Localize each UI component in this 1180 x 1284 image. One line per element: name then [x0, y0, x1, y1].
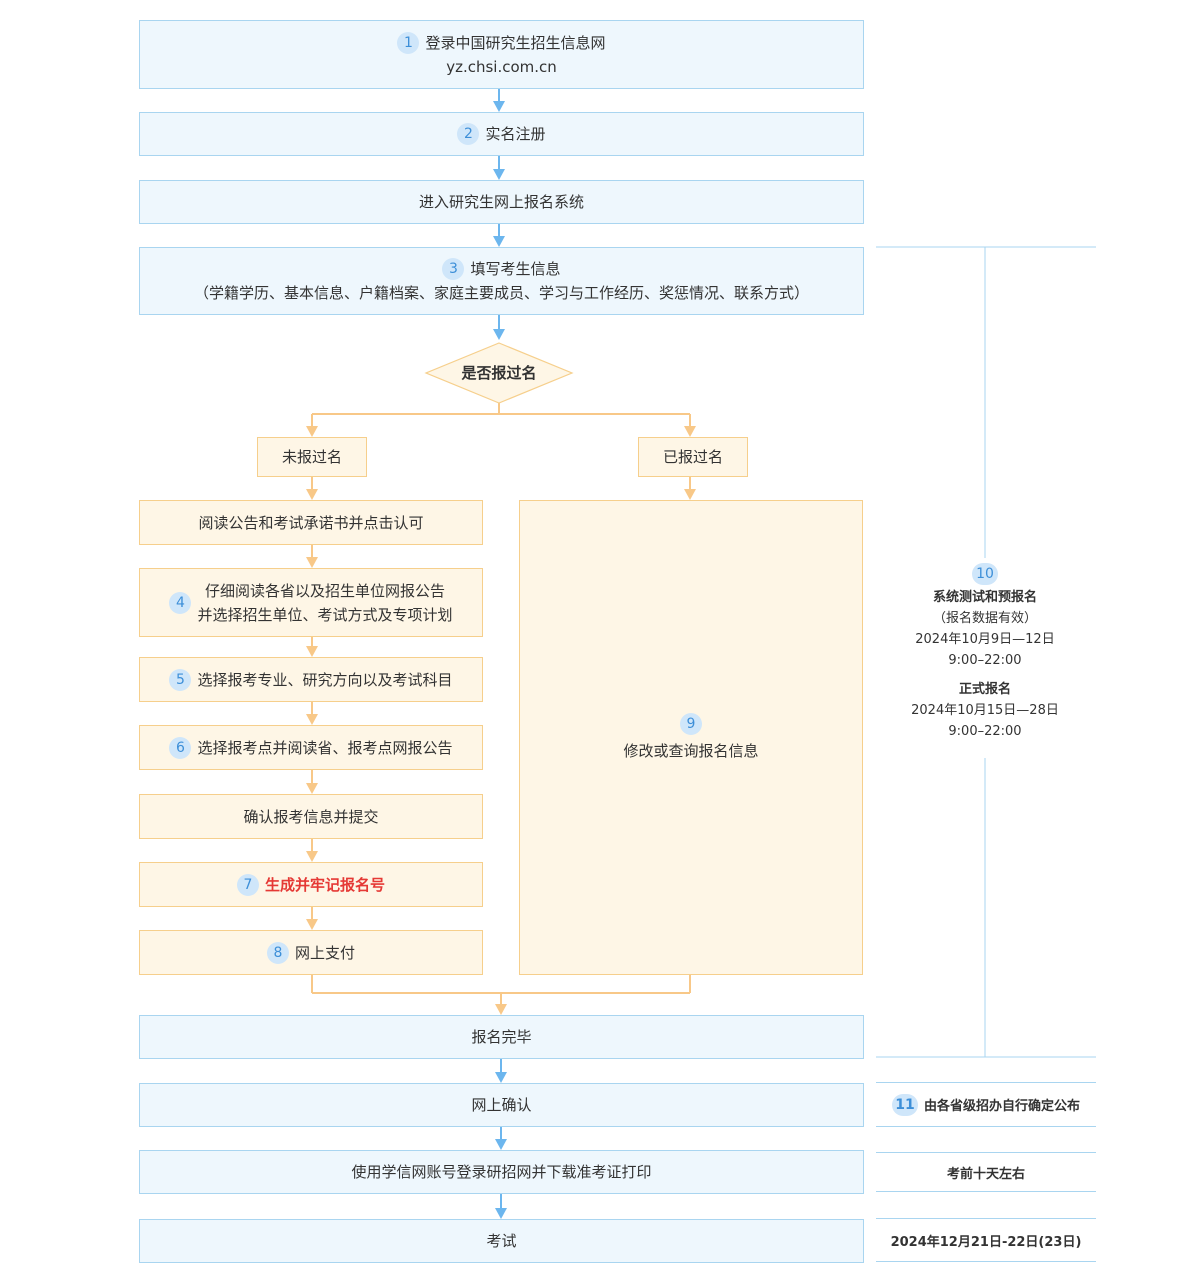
formal-registration-dates: 2024年10月15日—28日 — [911, 703, 1059, 718]
ticket-period-cell: 考前十天左右 — [876, 1152, 1096, 1192]
step-number-badge: 10 — [972, 563, 998, 585]
step-number-badge: 4 — [169, 591, 192, 614]
registration-period-info: 10 系统测试和预报名 （报名数据有效） 2024年10月9日—12日 9:00… — [895, 563, 1075, 742]
arrow-head — [306, 426, 318, 437]
step-register-label: 实名注册 — [485, 125, 546, 143]
arrow-head — [306, 557, 318, 568]
step-enter-system-label: 进入研究生网上报名系统 — [418, 193, 584, 211]
step-download-ticket-label: 使用学信网账号登录研招网并下载准考证打印 — [351, 1163, 652, 1181]
step-select-major-label: 选择报考专业、研究方向以及考试科目 — [197, 670, 453, 689]
step-modify-query-label: 修改或查询报名信息 — [623, 741, 759, 760]
branch-not-registered-label: 未报过名 — [281, 448, 342, 466]
step-confirm-submit-box: 确认报考信息并提交 — [139, 794, 483, 839]
step-select-unit-line2: 并选择招生单位、考试方式及专项计划 — [197, 605, 453, 624]
arrow-head — [493, 169, 505, 180]
arrow-head — [306, 783, 318, 794]
arrow-head — [306, 714, 318, 725]
step-login-title: 登录中国研究生招生信息网 — [425, 33, 606, 52]
confirm-period-cell: 11 由各省级招办自行确定公布 — [876, 1082, 1096, 1127]
step-select-major-box: 5 选择报考专业、研究方向以及考试科目 — [139, 657, 483, 702]
pre-registration-dates: 2024年10月9日—12日 — [915, 632, 1055, 647]
step-select-site-label: 选择报考点并阅读省、报考点网报公告 — [197, 738, 453, 757]
step-number-badge: 5 — [169, 668, 192, 691]
arrow-head — [306, 919, 318, 930]
step-read-notice-label: 阅读公告和考试承诺书并点击认可 — [198, 513, 424, 532]
arrow-head — [495, 1208, 507, 1219]
step-generate-number-label: 生成并牢记报名号 — [264, 875, 385, 894]
blue-connector-group — [493, 89, 507, 1219]
branch-registered-box: 已报过名 — [638, 437, 748, 477]
step-select-site-box: 6 选择报考点并阅读省、报考点网报公告 — [139, 725, 483, 770]
arrow-head — [495, 1139, 507, 1150]
step-online-confirm-box: 网上确认 — [139, 1083, 864, 1127]
step-fill-info-details: （学籍学历、基本信息、户籍档案、家庭主要成员、学习与工作经历、奖惩情况、联系方式… — [193, 284, 809, 302]
arrow-head — [493, 101, 505, 112]
exam-date-label: 2024年12月21日-22日(23日) — [890, 1234, 1082, 1250]
step-online-confirm-label: 网上确认 — [471, 1096, 532, 1114]
step-pay-online-label: 网上支付 — [294, 943, 355, 962]
step-download-ticket-box: 使用学信网账号登录研招网并下载准考证打印 — [139, 1150, 864, 1194]
step-exam-label: 考试 — [486, 1232, 517, 1250]
step-select-unit-box: 4 仔细阅读各省以及招生单位网报公告 并选择招生单位、考试方式及专项计划 — [139, 568, 483, 637]
step-number-badge: 3 — [442, 258, 465, 280]
step-registration-done-box: 报名完毕 — [139, 1015, 864, 1059]
arrow-head — [306, 851, 318, 862]
arrow-head — [684, 489, 696, 500]
step-registration-done-label: 报名完毕 — [471, 1028, 532, 1046]
formal-registration-time: 9:00–22:00 — [948, 724, 1022, 739]
decision-label: 是否报过名 — [461, 364, 537, 382]
step-register-box: 2 实名注册 — [139, 112, 864, 156]
step-select-unit-line1: 仔细阅读各省以及招生单位网报公告 — [204, 581, 445, 600]
orange-connector-group — [306, 403, 696, 1015]
exam-date-cell: 2024年12月21日-22日(23日) — [876, 1218, 1096, 1262]
pre-registration-title: 系统测试和预报名 — [932, 590, 1037, 605]
step-enter-system-box: 进入研究生网上报名系统 — [139, 180, 864, 224]
arrow-head — [495, 1004, 507, 1015]
step-exam-box: 考试 — [139, 1219, 864, 1263]
step-number-badge: 6 — [169, 736, 192, 759]
step-login-box: 1 登录中国研究生招生信息网 yz.chsi.com.cn — [139, 20, 864, 89]
step-login-url[interactable]: yz.chsi.com.cn — [446, 57, 557, 76]
step-number-badge: 11 — [891, 1093, 918, 1116]
branch-registered-label: 已报过名 — [662, 448, 723, 466]
arrow-head — [493, 329, 505, 340]
step-pay-online-box: 8 网上支付 — [139, 930, 483, 975]
step-read-notice-box: 阅读公告和考试承诺书并点击认可 — [139, 500, 483, 545]
pre-registration-note: （报名数据有效） — [932, 611, 1037, 626]
step-fill-info-box: 3 填写考生信息 （学籍学历、基本信息、户籍档案、家庭主要成员、学习与工作经历、… — [139, 247, 864, 315]
pre-registration-time: 9:00–22:00 — [948, 653, 1022, 668]
decision-diamond — [424, 342, 574, 404]
branch-not-registered-box: 未报过名 — [257, 437, 367, 477]
confirm-period-label: 由各省级招办自行确定公布 — [923, 1099, 1080, 1114]
step-number-badge: 2 — [457, 123, 480, 145]
step-number-badge: 1 — [397, 31, 420, 54]
formal-registration-title: 正式报名 — [958, 682, 1011, 697]
step-modify-query-box: 9 修改或查询报名信息 — [519, 500, 863, 975]
ticket-period-label: 考前十天左右 — [946, 1166, 1025, 1182]
step-number-badge: 7 — [236, 873, 259, 896]
step-confirm-submit-label: 确认报考信息并提交 — [243, 807, 379, 826]
step-number-badge: 8 — [266, 941, 289, 964]
step-number-badge: 9 — [680, 712, 702, 735]
arrow-head — [684, 426, 696, 437]
side-divider-lines — [876, 246, 1096, 1058]
arrow-head — [306, 489, 318, 500]
step-generate-number-box: 7 生成并牢记报名号 — [139, 862, 483, 907]
arrow-head — [493, 236, 505, 247]
step-fill-info-title: 填写考生信息 — [470, 260, 561, 278]
arrow-head — [306, 646, 318, 657]
arrow-head — [495, 1072, 507, 1083]
